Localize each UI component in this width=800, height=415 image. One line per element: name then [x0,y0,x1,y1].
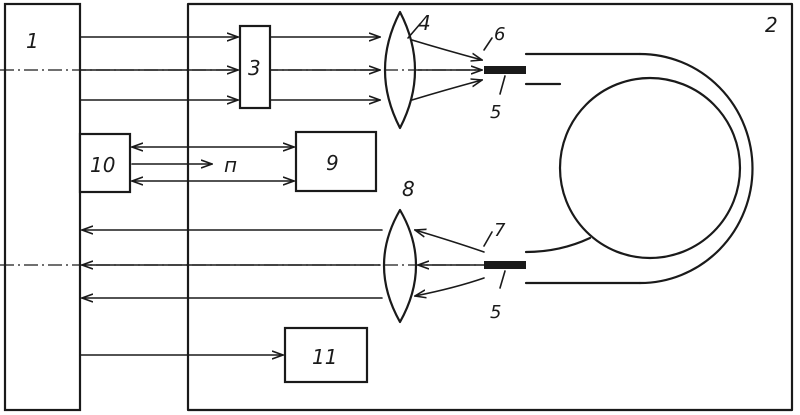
block-1 [5,4,80,410]
converge-top-a [412,40,482,60]
lens-4-label: 4 [418,11,431,35]
fiber-tip-7-label: 7 [494,220,506,241]
fiber-end-upper [484,66,526,74]
housing-2-label: 2 [765,13,778,37]
lens-8 [384,210,416,322]
block-11-label: 11 [312,345,337,369]
lens-8-label: 8 [402,177,415,201]
diverge-bottom-a [415,230,484,252]
block-1-label: 1 [26,29,39,53]
fiber-coil-outer [640,54,752,283]
link-n-label: п [224,153,237,177]
fiber-coil-inner [560,78,740,258]
fiber-end-lower [484,261,526,269]
fiber-tip-6-label: 6 [494,24,505,45]
fiber-5-bottom-leader [500,271,505,288]
fiber-end-5-bottom-label: 5 [490,302,501,323]
fiber-7-leader [484,232,492,246]
housing-2 [188,4,792,410]
block-9-label: 9 [326,151,339,175]
fiber-6-leader [484,38,492,50]
block-10-label: 10 [90,153,115,177]
fiber-end-5-top-label: 5 [490,102,501,123]
modulator-3-label: 3 [248,56,261,80]
converge-top-c [412,80,482,100]
diverge-bottom-c [415,278,484,296]
fiber-lead-inner-bottom [526,238,590,252]
fiber-5-top-leader [500,76,505,94]
